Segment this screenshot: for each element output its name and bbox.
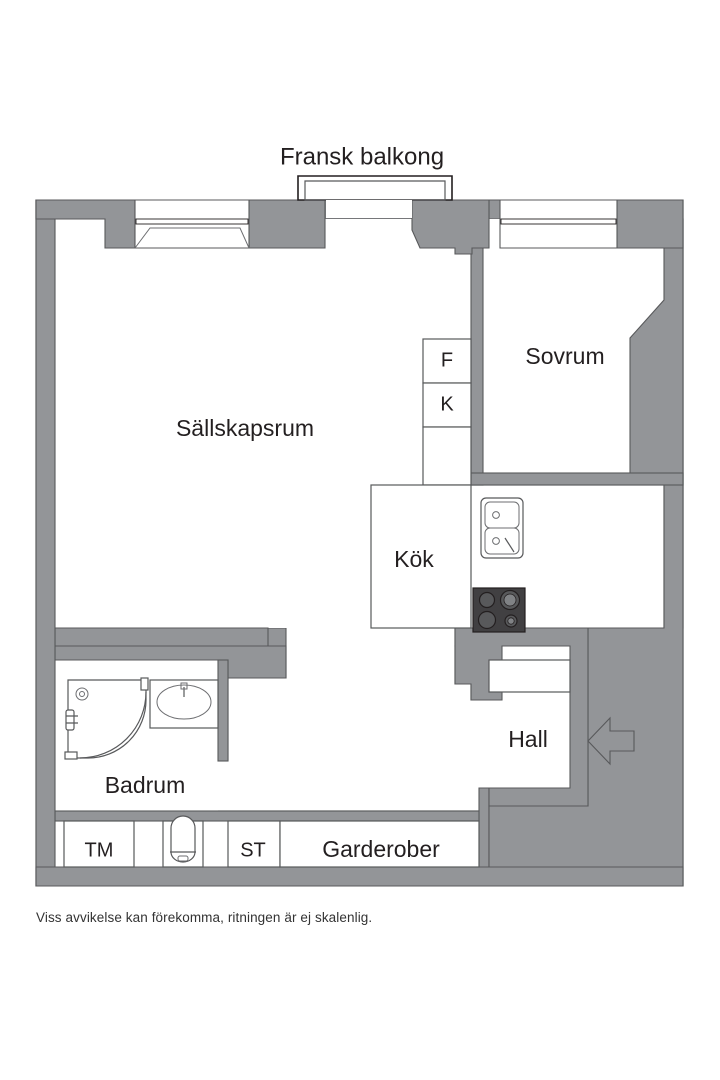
wall-top-right-block-overlay (616, 199, 684, 249)
label-garderober: Garderober (322, 836, 440, 862)
disclaimer-text: Viss avvikelse kan förekomma, ritningen … (36, 910, 373, 925)
wall-badrum-right-overlay (217, 659, 229, 762)
label-storage: ST (240, 839, 266, 861)
wall-top-pier-overlay (411, 199, 490, 255)
box-wardrobes (279, 820, 480, 868)
label-hall: Hall (508, 726, 548, 752)
label-sovrum: Sovrum (525, 343, 604, 369)
wall-bottom-perimeter-overlay (35, 866, 684, 887)
wall-kitchen-bedroom-overlay (470, 218, 484, 486)
wall-garderober-top-overlay (54, 810, 480, 822)
window-bedroom (499, 199, 618, 249)
labels: Fransk balkong Sällskapsrum Sovrum Kök H… (85, 143, 605, 862)
label-fransk-balkong: Fransk balkong (280, 143, 444, 170)
entrance-door-arrow (587, 716, 635, 766)
wall-bedroom-south-overlay (470, 472, 684, 486)
wall-living-south-overlay (54, 627, 269, 647)
label-badrum: Badrum (105, 772, 186, 798)
room-sallskapsrum-fill (55, 219, 471, 628)
label-freezer: K (440, 393, 454, 415)
label-sallskapsrum: Sällskapsrum (176, 415, 314, 441)
fransk-balkong-railing (297, 175, 453, 218)
label-refrigerator: F (441, 349, 453, 371)
kitchen-sink (480, 497, 524, 559)
cabinet-freezer (422, 382, 472, 428)
window-living-room (134, 199, 250, 249)
shower-corner (64, 677, 149, 760)
wall-kitchen-hall-overlay (454, 627, 589, 807)
cabinet-fridge (422, 338, 472, 384)
wall-left-perimeter-overlay (35, 199, 56, 887)
room-sovrum-fill (483, 219, 664, 473)
label-washing-machine: TM (85, 839, 114, 861)
wall-top-mid-block-overlay (248, 199, 326, 249)
label-kok: Kök (394, 546, 434, 572)
box-storage (227, 820, 281, 868)
box-washing-machine (63, 820, 135, 868)
kitchen-cabinet-run (370, 338, 472, 629)
cabinet-base (422, 426, 472, 486)
shower-mixer-icon (65, 709, 75, 731)
box-hall-closet (488, 659, 571, 693)
kitchen-stove (472, 587, 526, 633)
washbasin (149, 679, 219, 729)
storage-boxes (63, 659, 571, 868)
toilet (162, 815, 204, 868)
kitchen-counter (370, 484, 472, 629)
